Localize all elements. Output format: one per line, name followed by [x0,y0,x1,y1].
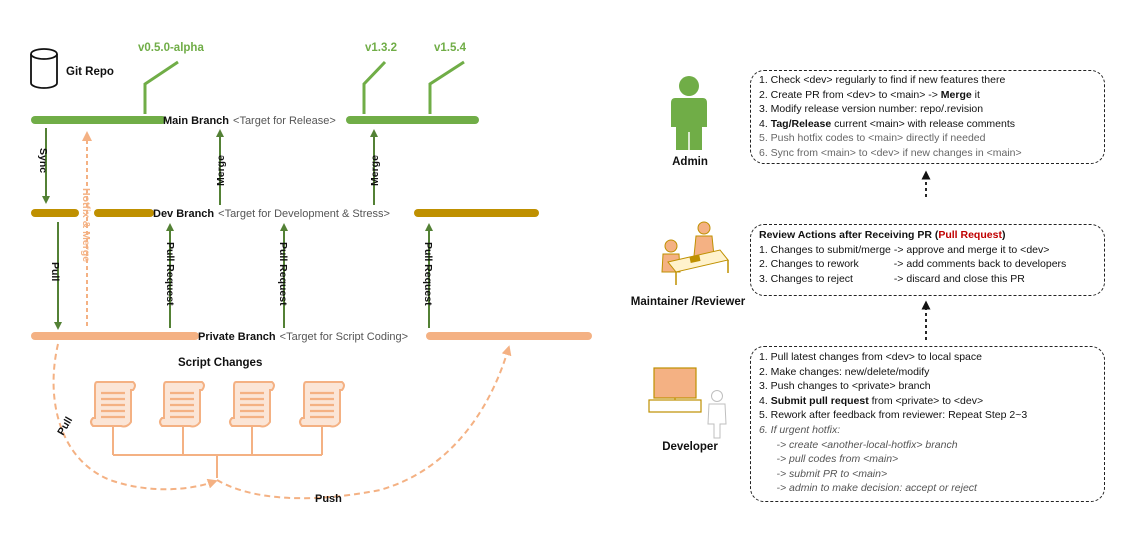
reviewer-action-2: 2. Changes to rework -> add comments bac… [759,258,1067,271]
developer-step-3: 3. Push changes to <private> branch [759,380,931,393]
developer-hotfix-substep-1: -> create <another-local-hotfix> branch [759,438,958,451]
merge-label-2: Merge [369,155,381,186]
admin-steps-box: 1. Check <dev> regularly to find if new … [750,70,1105,164]
admin-step-3: 3. Modify release version number: repo/.… [759,103,984,116]
local-pull-curve [52,343,218,491]
script-changes-label: Script Changes [178,357,262,369]
admin-role-label: Admin [672,156,708,168]
script-file-icon [159,381,205,428]
developer-step-4: 4. Submit pull request from <private> to… [759,394,984,407]
dev-branch-label: Dev Branch<Target for Development & Stre… [153,208,390,220]
admin-step-4: 4. Tag/Release current <main> with relea… [759,117,1016,130]
developer-step-1: 1. Pull latest changes from <dev> to loc… [759,351,982,363]
pull-label: Pull [49,262,61,281]
pull-request-label-2: Pull Request [277,242,289,306]
version-tag-1: v0.5.0-alpha [138,42,204,54]
admin-step-1: 1. Check <dev> regularly to find if new … [759,74,1006,86]
maintainer-role-label: Maintainer /Reviewer [630,296,746,308]
admin-step-5: 5. Push hotfix codes to <main> directly … [759,132,986,145]
admin-step-6: 6. Sync from <main> to <dev> if new chan… [759,146,1022,159]
reviewer-actions-box: Review Actions after Receiving PR (Pull … [750,224,1105,296]
developer-step-6: 6. If urgent hotfix: [759,423,841,436]
hotfix-label: Hotfix & Merge [80,188,92,262]
developer-hotfix-substep-4: -> admin to make decision: accept or rej… [759,482,977,495]
admin-step-2: 2. Create PR from <dev> to <main> -> Mer… [759,88,980,101]
version-tags [143,60,465,114]
reviewer-action-3: 3. Changes to reject -> discard and clos… [759,272,1025,285]
reviewer-action-1: 1. Changes to submit/merge -> approve an… [759,243,1050,256]
push-curve [216,345,512,500]
developer-role-label: Developer [662,441,718,453]
developer-steps-box: 1. Pull latest changes from <dev> to loc… [750,346,1105,502]
script-connector [112,427,323,478]
merge-label-1: Merge [215,155,227,186]
private-branch-label: Private Branch<Target for Script Coding> [198,331,408,343]
developer-step-5: 5. Rework after feedback from reviewer: … [759,409,1028,422]
developer-hotfix-substep-2: -> pull codes from <main> [759,453,899,466]
pull-request-label-3: Pull Request [422,242,434,306]
script-file-icon [299,381,345,428]
database-icon [30,48,58,89]
push-label: Push [315,493,342,505]
developer-hotfix-substep-3: -> submit PR to <main> [759,467,888,480]
admin-person-icon [671,76,707,150]
reviewer-box-title: Review Actions after Receiving PR (Pull … [759,229,1006,241]
script-file-icon [229,381,275,428]
sync-label: Sync [37,148,49,173]
script-file-icon [90,381,136,428]
git-repo-label: Git Repo [66,66,114,78]
pull-request-label-1: Pull Request [164,242,176,306]
developer-computer-icon [648,367,727,439]
version-tag-2: v1.3.2 [365,42,397,54]
script-files [90,381,345,428]
main-branch-label: Main Branch<Target for Release> [163,115,336,127]
version-tag-3: v1.5.4 [434,42,467,54]
developer-step-2: 2. Make changes: new/delete/modify [759,365,930,378]
reviewer-desk-icon [661,221,729,285]
